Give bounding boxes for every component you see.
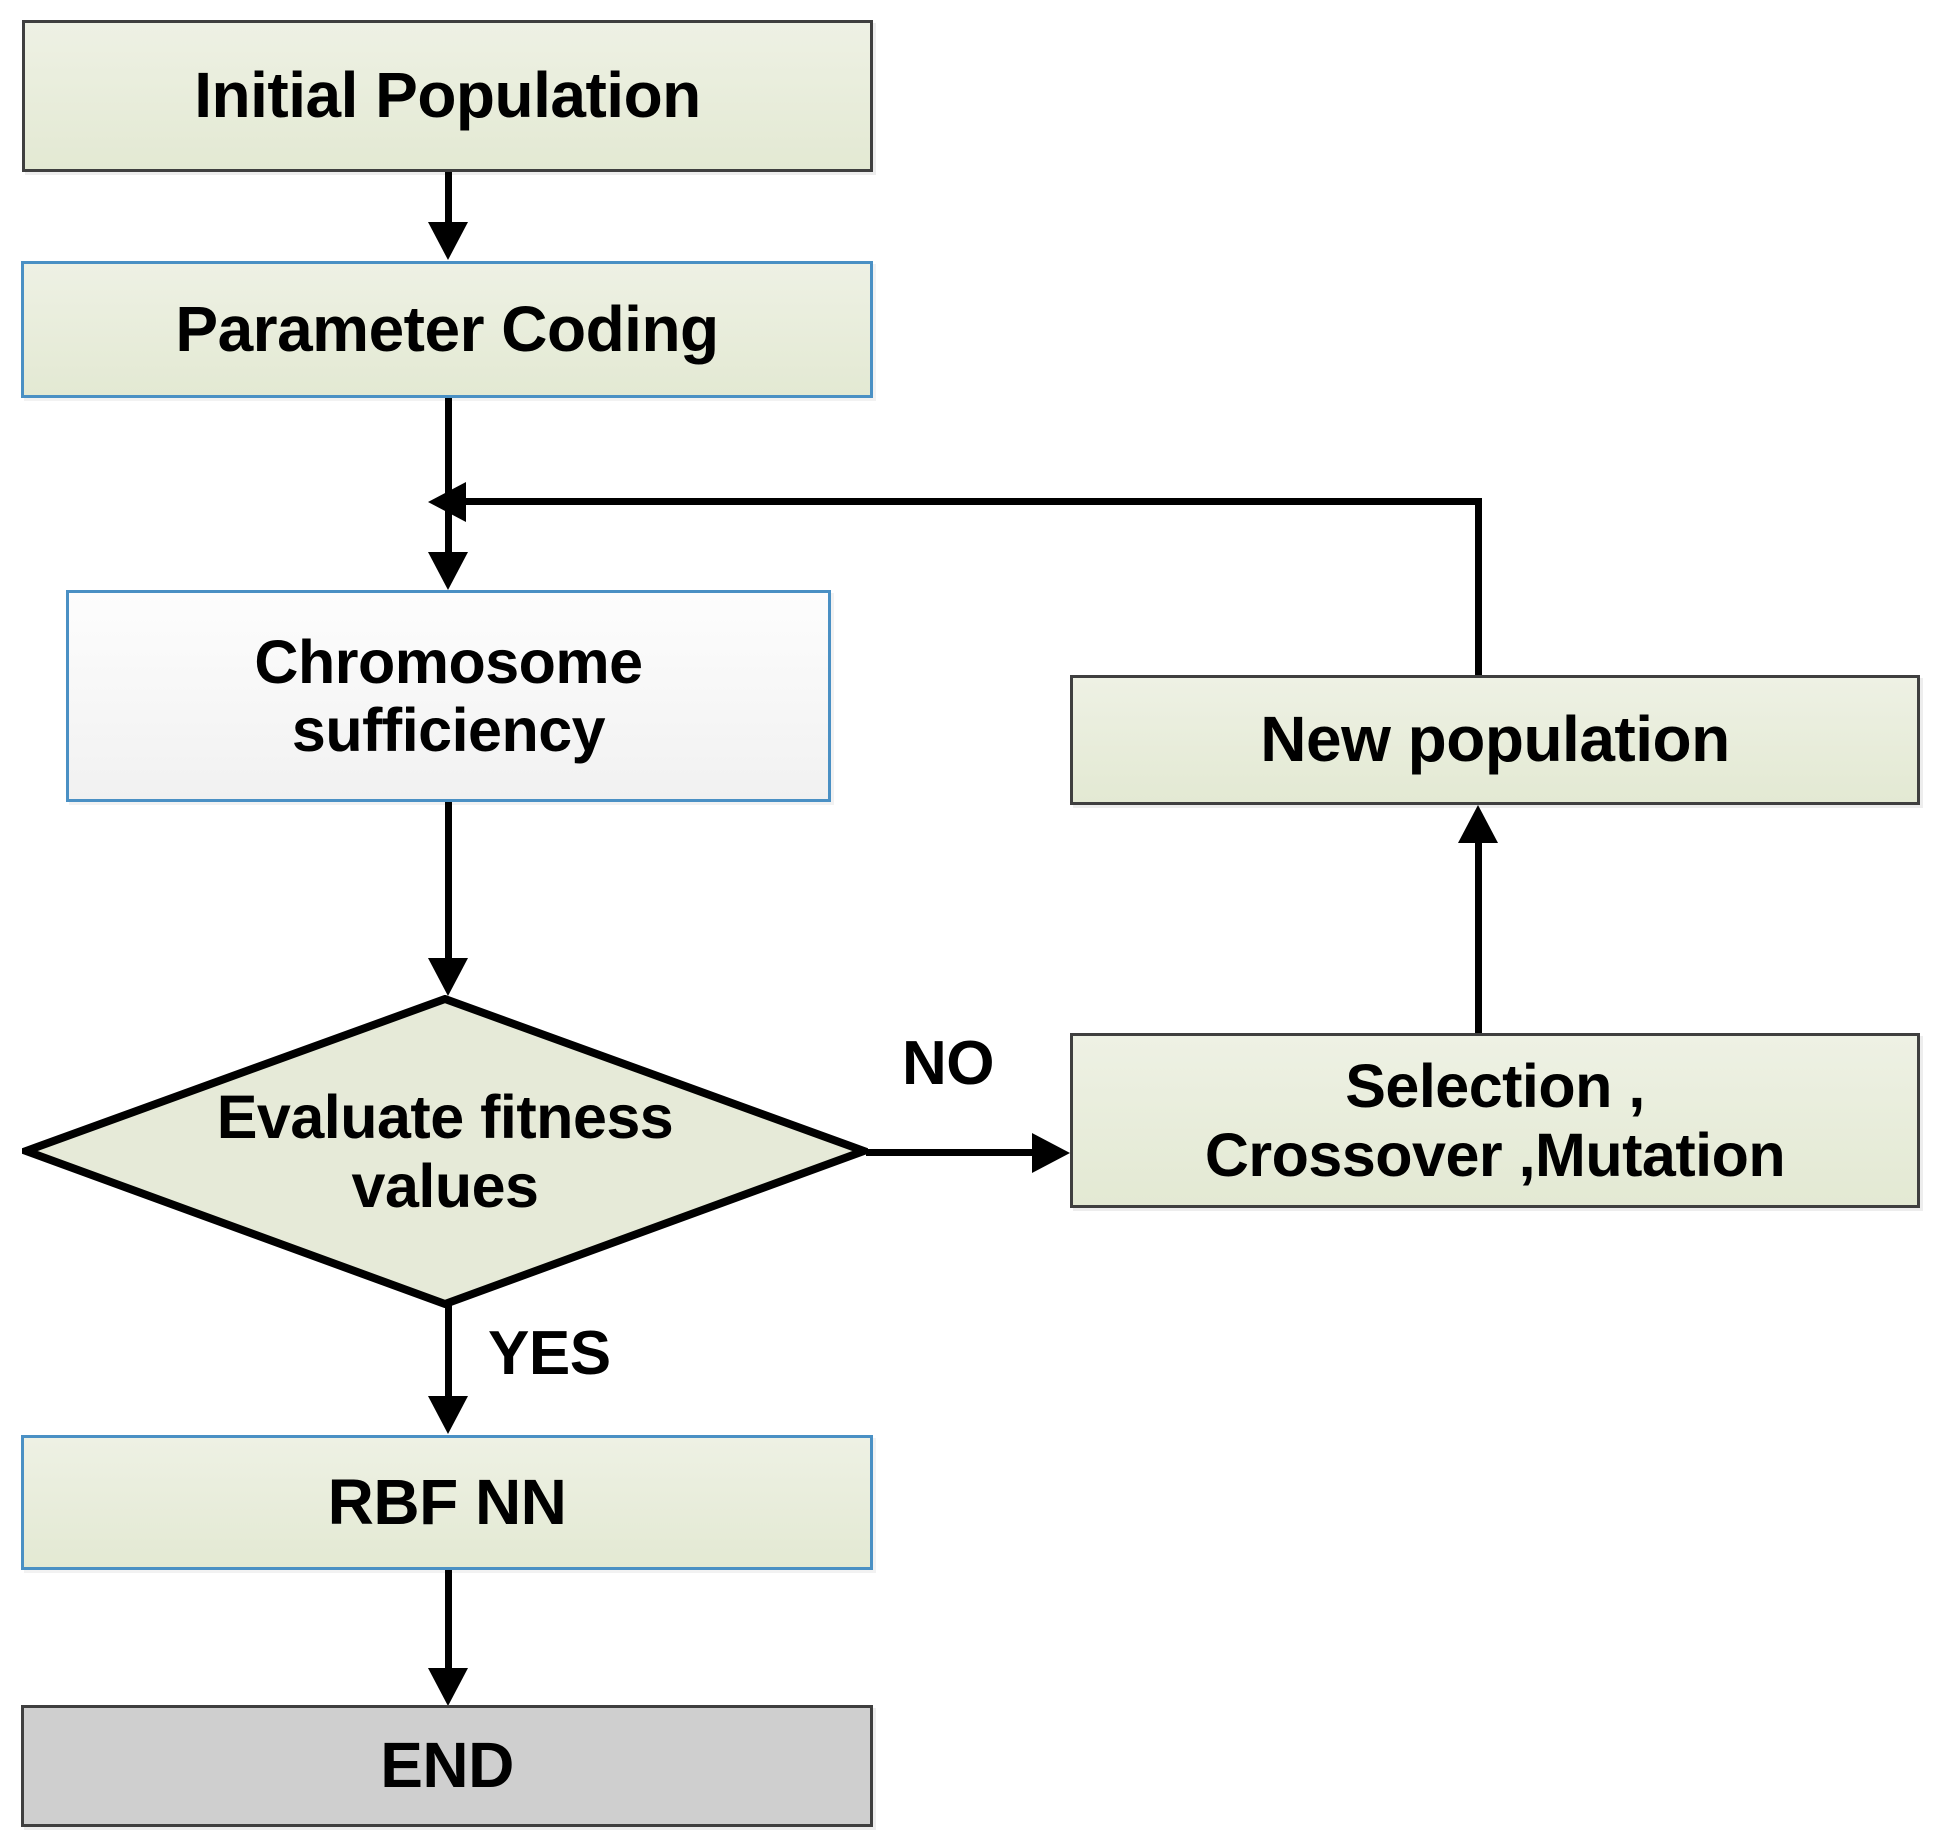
edge-chromosome-to-evaluate-arrow	[428, 958, 468, 996]
node-chromosome-sufficiency-label-line1: Chromosome	[254, 627, 643, 696]
edge-newpop-feedback-vertical	[1475, 498, 1482, 678]
decision-diamond-shape	[22, 995, 868, 1308]
node-evaluate-fitness-label-line2: values	[351, 1151, 539, 1220]
edge-label-no: NO	[902, 1029, 995, 1098]
edge-selection-to-newpop-line	[1475, 840, 1482, 1036]
node-rbf-nn[interactable]: RBF NN	[21, 1435, 873, 1570]
edge-rbf-to-end-arrow	[428, 1668, 468, 1706]
edge-evaluate-yes-arrow	[428, 1396, 468, 1434]
node-parameter-coding-label: Parameter Coding	[175, 292, 719, 365]
node-initial-population[interactable]: Initial Population	[22, 20, 873, 172]
node-selection-label-line2: Crossover ,Mutation	[1204, 1120, 1786, 1189]
node-end[interactable]: END	[21, 1705, 873, 1827]
edge-selection-to-newpop-arrow	[1458, 805, 1498, 843]
edge-rbf-to-end-line	[445, 1570, 452, 1678]
edge-initial-to-parameter-arrow	[428, 222, 468, 260]
node-selection-crossover-mutation[interactable]: Selection , Crossover ,Mutation	[1070, 1033, 1920, 1208]
node-evaluate-fitness[interactable]: Evaluate fitness values	[22, 995, 868, 1308]
node-evaluate-fitness-label-line1: Evaluate fitness	[216, 1083, 674, 1152]
node-chromosome-sufficiency-label-line2: sufficiency	[291, 696, 606, 764]
edge-evaluate-no-arrow	[1032, 1133, 1070, 1173]
node-end-label: END	[380, 1729, 514, 1802]
node-chromosome-sufficiency[interactable]: Chromosome sufficiency	[66, 590, 831, 802]
node-parameter-coding[interactable]: Parameter Coding	[21, 261, 873, 398]
edge-newpop-feedback-arrow	[428, 482, 466, 522]
edge-newpop-feedback-horizontal	[462, 498, 1482, 505]
edge-evaluate-yes-line	[445, 1305, 452, 1405]
node-rbf-nn-label: RBF NN	[327, 1465, 567, 1538]
edge-parameter-to-chromosome-arrow	[428, 552, 468, 590]
edge-initial-to-parameter-line	[445, 172, 452, 238]
node-new-population-label: New population	[1260, 703, 1730, 776]
node-initial-population-label: Initial Population	[194, 59, 701, 132]
edge-evaluate-no-horizontal	[866, 1149, 1038, 1156]
edge-label-yes: YES	[488, 1319, 611, 1388]
edge-chromosome-to-evaluate-line	[445, 800, 452, 960]
node-new-population[interactable]: New population	[1070, 675, 1920, 805]
node-selection-label-line1: Selection ,	[1345, 1052, 1645, 1121]
